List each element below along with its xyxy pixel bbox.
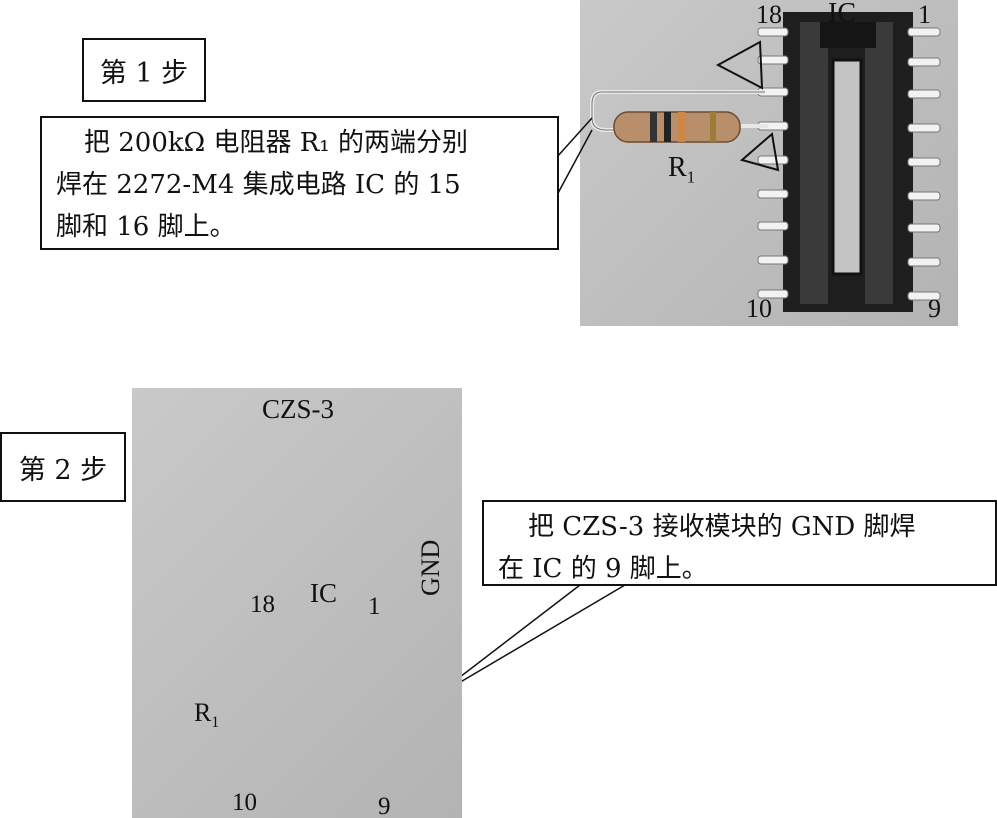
step1-step-label: 第 1 步	[82, 38, 206, 102]
step1-pin9-label: 9	[928, 294, 941, 323]
step1-ic-window	[831, 58, 863, 276]
step2-pin9-label: 9	[378, 793, 391, 818]
step1-callout-line-2: 焊在 2272-M4 集成电路 IC 的 15	[56, 170, 461, 200]
step2-pin18-label: 18	[250, 591, 275, 618]
step2-pin10-label: 10	[232, 789, 257, 816]
step2-pin1-label: 1	[368, 593, 381, 620]
step1-pin10-label: 10	[746, 294, 772, 323]
step1-resistor-label: R1	[668, 152, 696, 187]
step1-ic-label: IC	[828, 0, 856, 29]
step1-callout-line-1: 把 200kΩ 电阻器 R₁ 的两端分别	[84, 128, 468, 158]
step2-gnd-label: GND	[416, 539, 445, 596]
step1-pin18-label: 18	[756, 0, 782, 29]
step1-marker-triangle-top	[715, 40, 764, 90]
step2-callout-box: 把 CZS-3 接收模块的 GND 脚焊 在 IC 的 9 脚上。	[482, 500, 997, 586]
step2-step-label: 第 2 步	[0, 432, 126, 502]
step1-ic-right-pins	[907, 27, 941, 301]
step2-module-label: CZS-3	[262, 394, 335, 424]
step1-resistor-body	[613, 111, 741, 143]
step1-marker-triangle-bottom	[739, 132, 780, 172]
step1-pin1-label: 1	[918, 0, 931, 29]
step2-ic-label: IC	[310, 578, 337, 608]
step1-callout-pointer	[556, 117, 593, 158]
step2-photo	[132, 388, 462, 818]
step1-callout-box: 把 200kΩ 电阻器 R₁ 的两端分别 焊在 2272-M4 集成电路 IC …	[40, 116, 559, 250]
step2-resistor-label: R1	[194, 698, 220, 732]
step1-callout-line-3: 脚和 16 脚上。	[56, 212, 236, 242]
step2-callout-line-1: 把 CZS-3 接收模块的 GND 脚焊	[528, 512, 916, 542]
step2-callout-line-2: 在 IC 的 9 脚上。	[498, 554, 708, 584]
